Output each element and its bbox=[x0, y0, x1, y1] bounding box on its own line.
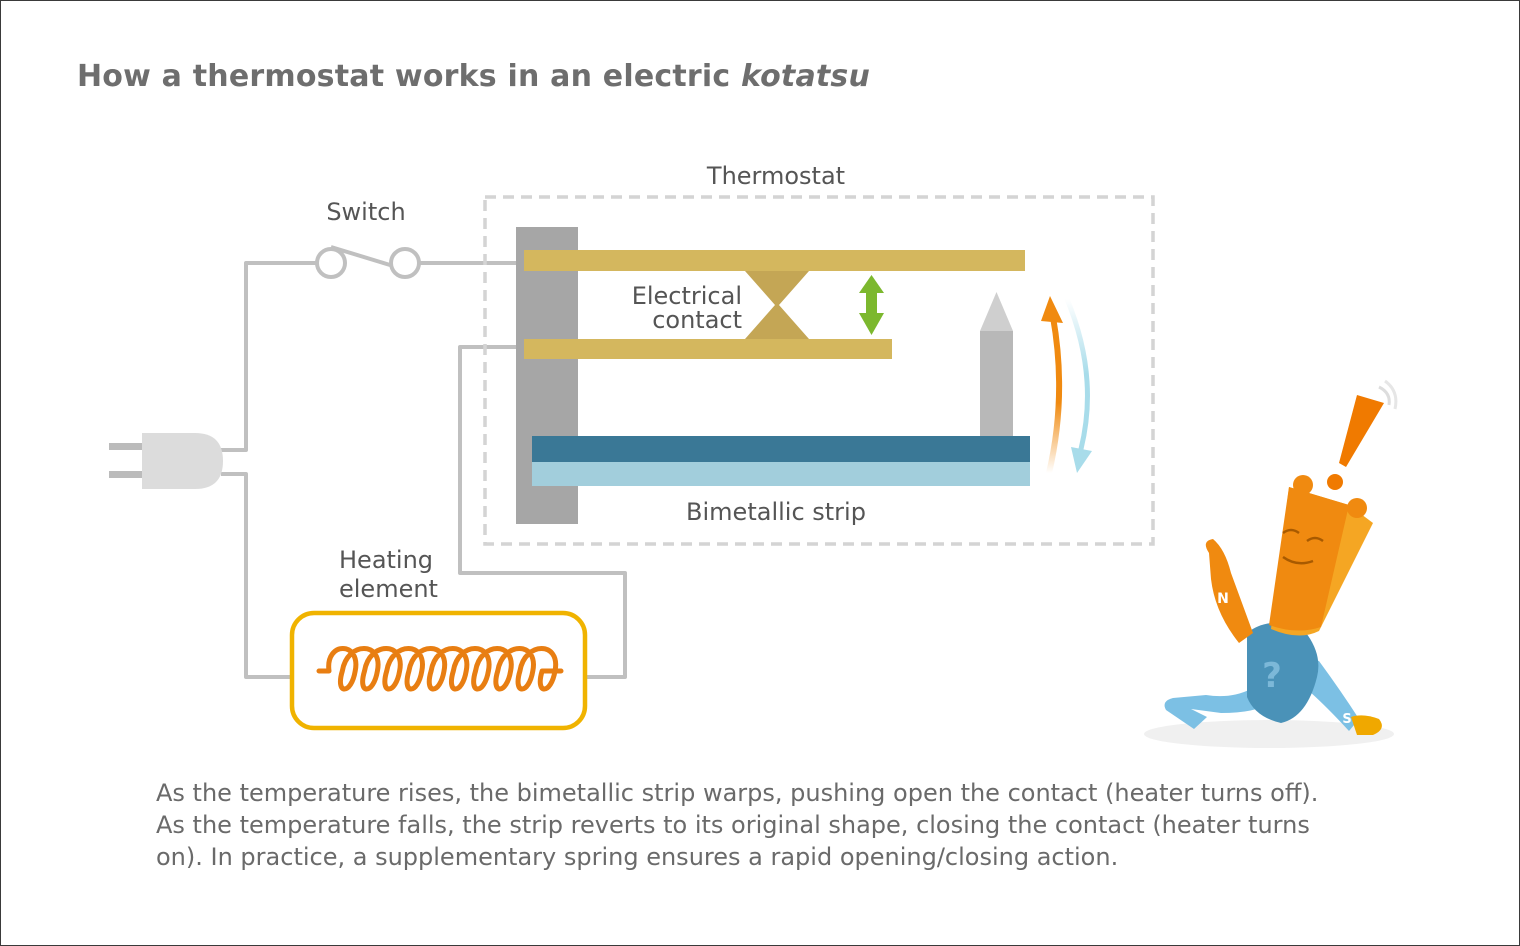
mascot-eye-right bbox=[1306, 536, 1324, 543]
wire-plug-to-heater bbox=[221, 472, 294, 679]
mascot-shadow bbox=[1144, 720, 1394, 748]
shirt-question-mark: ? bbox=[1262, 656, 1282, 696]
caption-line-1: As the temperature rises, the bimetallic… bbox=[156, 779, 1319, 807]
arm-letter: N bbox=[1217, 591, 1229, 607]
contact-label-line1: Electrical bbox=[632, 282, 742, 310]
push-pin bbox=[980, 292, 1013, 437]
upper-contact-bar bbox=[524, 250, 1025, 271]
plug-prong-top bbox=[109, 443, 149, 450]
heating-label-line2: element bbox=[339, 575, 438, 603]
plug-body bbox=[142, 433, 223, 489]
caption: As the temperature rises, the bimetallic… bbox=[156, 777, 1356, 873]
mascot-arm bbox=[1205, 539, 1253, 643]
bimetal-label: Bimetallic strip bbox=[686, 498, 866, 526]
revert-down-arrow-icon bbox=[1064, 296, 1092, 473]
leg-letter: S bbox=[1342, 712, 1351, 727]
heating-label-line1: Heating bbox=[339, 546, 433, 574]
mascot-left-leg bbox=[1164, 689, 1269, 729]
caption-line-3: on). In practice, a supplementary spring… bbox=[156, 843, 1119, 871]
switch-label: Switch bbox=[326, 198, 405, 226]
bimetal-bottom-layer bbox=[532, 462, 1030, 486]
heater-frame bbox=[289, 610, 588, 731]
mascot-ear-right bbox=[1347, 498, 1367, 518]
warp-up-arrow-icon bbox=[1041, 296, 1063, 476]
mascot-eye-left bbox=[1282, 528, 1300, 535]
mascot-ear-left bbox=[1293, 475, 1313, 495]
switch-lever bbox=[330, 245, 391, 267]
plug-icon bbox=[109, 433, 223, 489]
contact-label-line2: contact bbox=[652, 306, 742, 334]
mascot-body bbox=[1269, 487, 1349, 631]
lower-contact-bar bbox=[524, 339, 892, 359]
mascot-shirt bbox=[1247, 622, 1319, 723]
wire-contact-to-heater bbox=[458, 345, 627, 679]
switch-terminal-left bbox=[315, 247, 347, 279]
heating-coil bbox=[316, 646, 564, 692]
double-arrow-icon bbox=[859, 275, 884, 335]
title-text: How a thermostat works in an electric bbox=[77, 59, 742, 94]
thermostat-label: Thermostat bbox=[706, 162, 845, 190]
wire-plug-to-switch bbox=[221, 261, 317, 452]
electrical-contact bbox=[745, 271, 809, 339]
circuit-wires bbox=[221, 261, 627, 679]
plug-prong-bottom bbox=[109, 471, 149, 478]
exclamation-icon bbox=[1327, 379, 1398, 490]
mascot-foot bbox=[1351, 715, 1382, 735]
switch-terminal-right bbox=[389, 247, 421, 279]
page-title: How a thermostat works in an electric ko… bbox=[77, 59, 870, 94]
caption-line-2: As the temperature falls, the strip reve… bbox=[156, 811, 1310, 839]
thermostat-box bbox=[483, 195, 1155, 546]
mascot-mouth bbox=[1282, 555, 1314, 565]
switch bbox=[315, 245, 421, 279]
title-italic: kotatsu bbox=[741, 59, 871, 94]
mascot-character: ? N S bbox=[1144, 379, 1398, 748]
bimetal-top-layer bbox=[532, 436, 1030, 462]
